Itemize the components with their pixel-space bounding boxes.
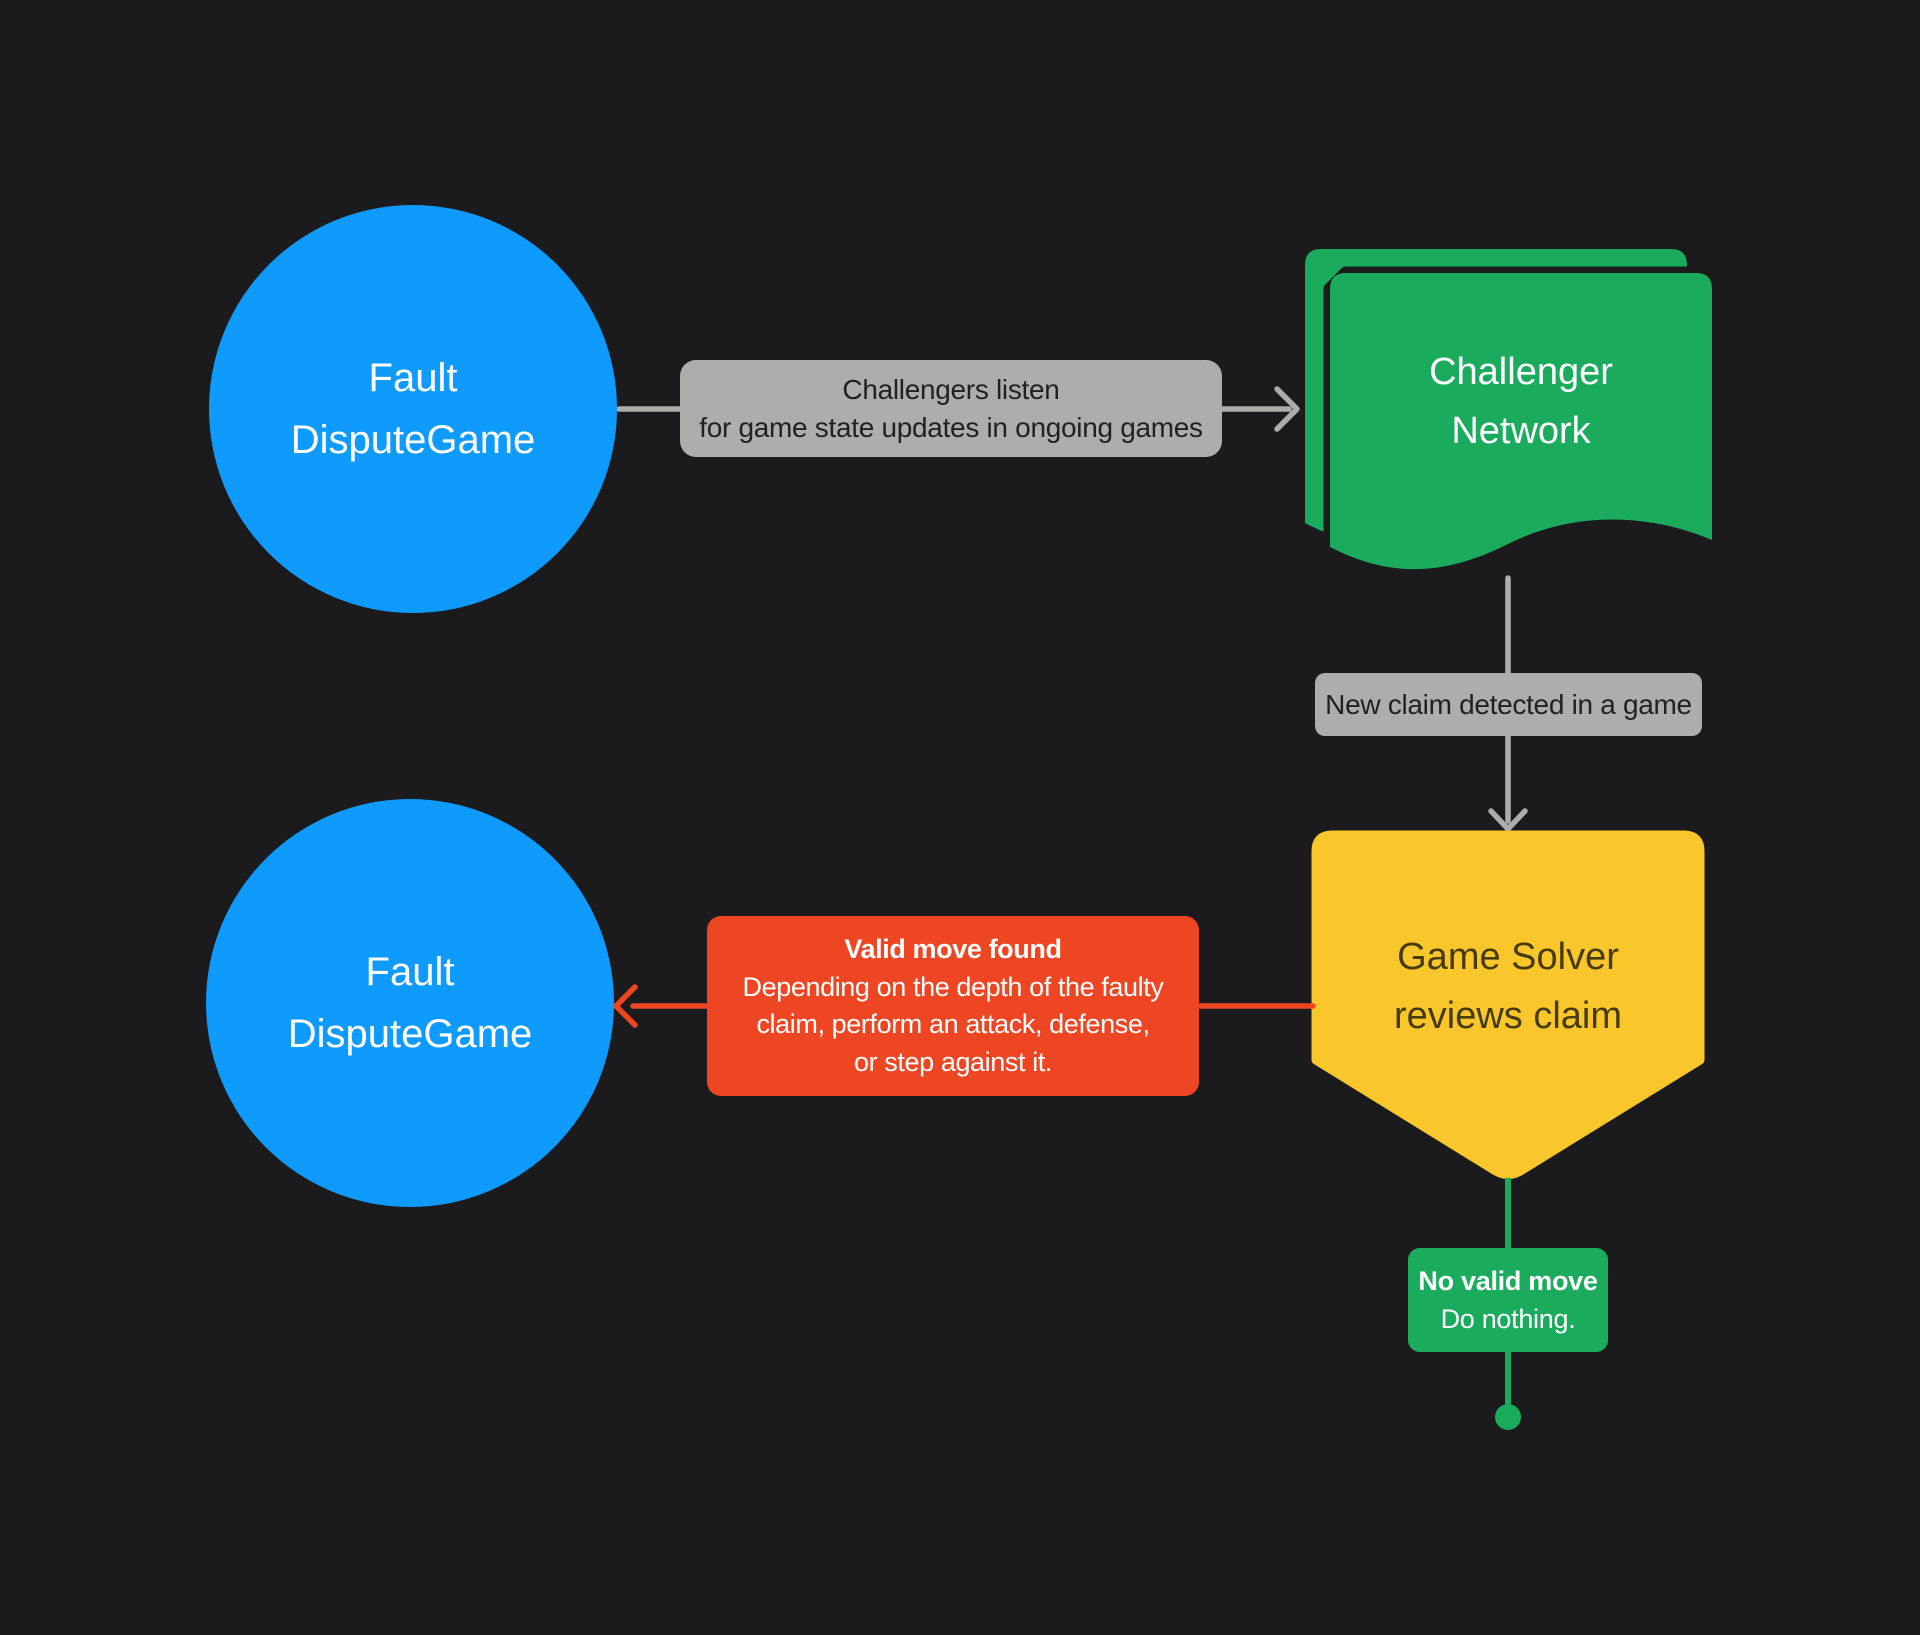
valid-move-line: claim, perform an attack, defense, [756,1009,1150,1039]
node-label-line: DisputeGame [290,418,536,462]
no-valid-move-line: Do nothing. [1440,1304,1576,1334]
edge-label-no-valid-move: No valid move Do nothing. [1408,1248,1608,1352]
fault-dispute-game-node-bottom: Fault DisputeGame [206,799,614,1207]
node-label-line: Fault [365,950,455,994]
node-label-line: Challenger [1429,351,1613,393]
edge-label-challengers-listen: Challengers listen for game state update… [680,360,1222,457]
edge-label-new-claim: New claim detected in a game [1315,673,1702,736]
fault-dispute-game-node-top: Fault DisputeGame [209,205,617,613]
challenger-network-node: Challenger Network [1330,343,1712,461]
valid-move-line: Depending on the depth of the faulty [742,971,1164,1002]
game-solver-shape [1311,830,1705,1179]
node-label-line: Game Solver [1397,936,1619,978]
valid-move-title: Valid move found [844,934,1062,964]
edge-label-valid-move-found: Valid move found Depending on the depth … [707,916,1199,1096]
no-valid-move-title: No valid move [1418,1266,1598,1296]
game-solver-node: Game Solver reviews claim [1316,928,1700,1046]
node-label-line: reviews claim [1393,995,1623,1037]
node-label-line: Network [1451,410,1591,452]
arrowhead-right-icon [1274,386,1300,432]
arrowhead-left-icon [613,984,638,1028]
edge-label-line: for game state updates in ongoing games [699,411,1203,443]
arrowhead-down-icon [1488,808,1528,832]
node-label-line: DisputeGame [287,1012,533,1056]
flow-end-dot-icon [1495,1404,1521,1430]
node-label-line: Fault [368,356,458,400]
edge-label-line: New claim detected in a game [1325,688,1692,720]
challenger-network-shape [1330,273,1712,570]
edge-label-line: Challengers listen [842,373,1060,405]
valid-move-line: or step against it. [853,1046,1052,1077]
